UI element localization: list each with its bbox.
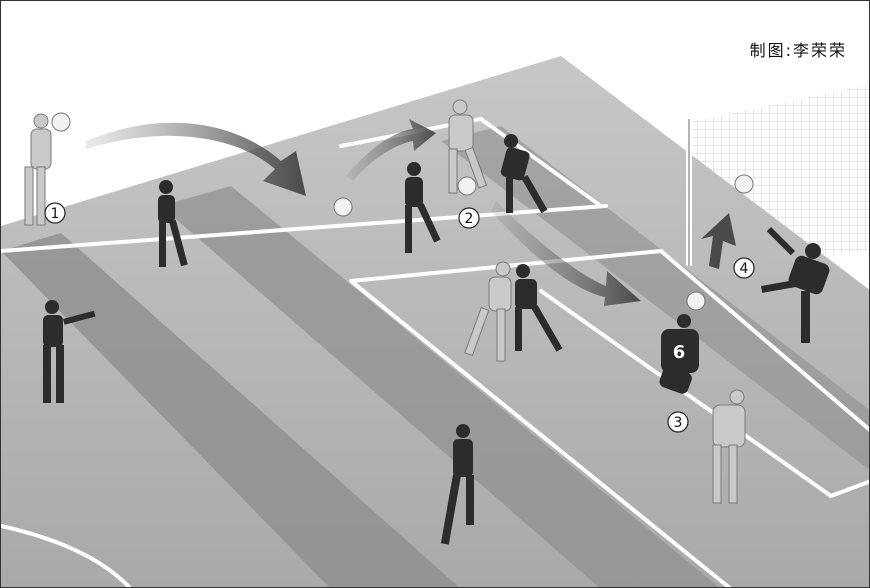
ball [687,292,705,310]
step-marker-4: 4 [734,258,754,278]
step-marker-3: 3 [668,412,688,432]
ball [458,177,476,195]
svg-text:4: 4 [740,261,749,277]
step-marker-1: 1 [45,203,65,223]
svg-text:2: 2 [465,211,474,227]
jersey-number: 6 [673,342,686,363]
svg-text:3: 3 [674,415,683,431]
illustration-credit: 制图:李荣荣 [750,37,847,61]
step-marker-2: 2 [459,208,479,228]
svg-text:1: 1 [51,206,60,222]
ball [52,113,70,131]
ball [334,198,352,216]
ball [735,175,753,193]
